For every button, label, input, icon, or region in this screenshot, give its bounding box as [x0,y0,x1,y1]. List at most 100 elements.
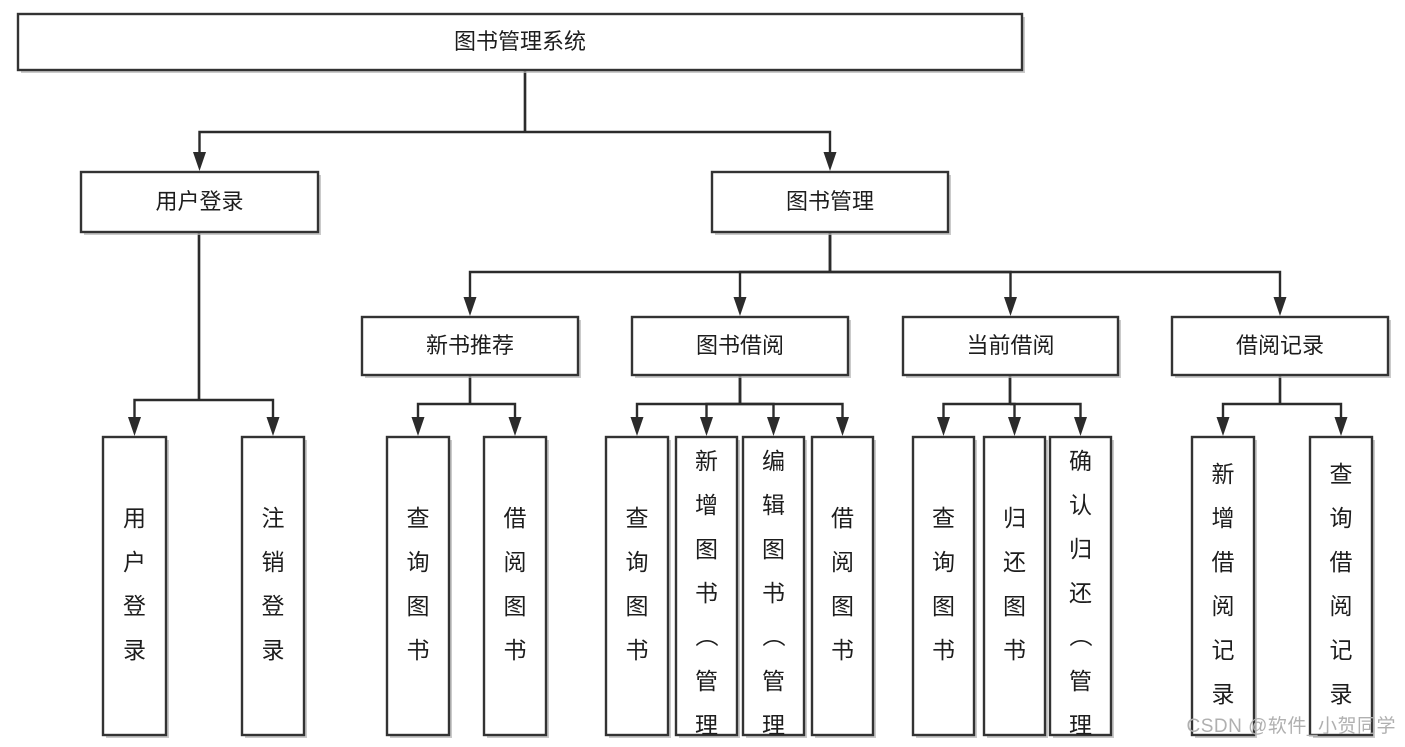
arrow-head-icon [1334,417,1348,436]
node-rect[interactable] [741,435,806,737]
node-label: 确认归还（管理员） [1069,448,1093,747]
arrow-head-icon [937,417,950,436]
connector-book-borrow-to-leaf-bb-borrow-book [738,375,849,436]
node-rect[interactable] [1308,435,1374,737]
node-label: 查询图书 [407,505,430,663]
connector-drop [635,402,740,421]
node-label: 图书管理系统 [454,29,586,54]
node-leaf-rec-query-book[interactable]: 查询图书 [385,435,452,738]
edge-layer [128,70,1348,436]
node-leaf-bb-add-book[interactable]: 新增图书（管理员） [674,435,740,747]
connector-new-book-rec-to-leaf-rec-query-book [411,375,472,436]
connector-drop [1010,402,1082,421]
node-book-borrow[interactable]: 图书借阅 [630,315,851,378]
node-leaf-cb-confirm-return[interactable]: 确认归还（管理员） [1048,435,1114,747]
node-leaf-bb-query-book[interactable]: 查询图书 [604,435,671,738]
node-rect[interactable] [982,435,1047,737]
connector-drop [199,398,275,421]
connector-borrow-record-to-leaf-br-add-record [1216,375,1282,436]
connector-user-login-to-leaf-logout [197,232,280,436]
connector-drop [830,270,1282,301]
connector-current-borrow-to-leaf-cb-confirm-return [1008,375,1087,436]
node-leaf-user-login[interactable]: 用户登录 [101,435,169,738]
arrow-head-icon [1074,417,1087,436]
node-rect[interactable] [79,170,320,234]
arrow-head-icon [508,417,522,436]
node-rect[interactable] [630,315,850,377]
node-label: 查询图书 [932,505,955,663]
arrow-head-icon [836,417,849,436]
arrow-head-icon [733,297,747,316]
node-leaf-rec-borrow-book[interactable]: 借阅图书 [482,435,549,738]
arrow-head-icon [823,152,837,171]
node-rect[interactable] [604,435,670,737]
node-rect[interactable] [674,435,739,737]
node-book-manage[interactable]: 图书管理 [710,170,951,235]
connector-root-to-book-manage [523,70,837,171]
node-user-login[interactable]: 用户登录 [79,170,321,235]
arrow-head-icon [767,417,780,436]
node-label: 查询图书 [626,505,649,663]
connector-current-borrow-to-leaf-cb-query-book [937,375,1012,436]
watermark-layer: CSDN @软件_小贺同学 [1187,715,1396,737]
connector-book-manage-to-book-borrow [733,232,832,316]
connector-drop [740,402,844,421]
node-leaf-br-add-record[interactable]: 新增借阅记录 [1190,435,1257,738]
node-label: 查询借阅记录 [1330,461,1353,707]
node-label: 用户登录 [123,505,146,663]
node-label: 当前借阅 [966,333,1054,358]
node-rect[interactable] [810,435,875,737]
node-label: 图书借阅 [696,333,784,358]
node-label: 编辑图书（管理员） [762,448,786,747]
connector-drop [705,402,740,421]
connector-book-manage-to-current-borrow [828,232,1017,316]
node-new-book-rec[interactable]: 新书推荐 [360,315,581,378]
node-label: 新增图书（管理员） [695,448,719,747]
connector-drop [830,270,1012,301]
node-rect[interactable] [710,170,950,234]
node-leaf-logout[interactable]: 注销登录 [240,435,307,738]
node-leaf-bb-borrow-book[interactable]: 借阅图书 [810,435,876,738]
arrow-head-icon [266,417,280,436]
node-leaf-cb-query-book[interactable]: 查询图书 [911,435,977,738]
node-root[interactable]: 图书管理系统 [16,12,1025,73]
node-rect[interactable] [911,435,976,737]
arrow-head-icon [128,417,141,436]
connector-drop [738,270,830,301]
connector-drop [1280,402,1343,421]
node-rect[interactable] [101,435,168,737]
node-leaf-cb-return-book[interactable]: 归还图书 [982,435,1048,738]
node-leaf-bb-edit-book[interactable]: 编辑图书（管理员） [741,435,807,747]
node-label: 用户登录 [155,189,243,214]
node-rect[interactable] [901,315,1120,377]
connector-book-borrow-to-leaf-bb-edit-book [738,375,780,436]
node-rect[interactable] [1048,435,1113,737]
node-label: 借阅记录 [1236,333,1324,358]
node-label: 新增借阅记录 [1212,461,1235,707]
node-label: 新书推荐 [426,333,514,358]
node-label: 归还图书 [1003,505,1026,663]
node-rect[interactable] [482,435,548,737]
arrow-head-icon [700,417,713,436]
node-rect[interactable] [385,435,451,737]
connector-book-borrow-to-leaf-bb-query-book [630,375,742,436]
connector-root-to-user-login [193,70,527,171]
node-rect[interactable] [1190,435,1256,737]
node-rect[interactable] [360,315,580,377]
node-borrow-record[interactable]: 借阅记录 [1170,315,1391,378]
arrow-head-icon [1008,417,1021,436]
node-rect[interactable] [240,435,306,737]
node-rect[interactable] [16,12,1024,72]
connector-drop [942,402,1010,421]
node-label: 图书管理 [786,189,874,214]
arrow-head-icon [1004,297,1017,316]
node-rect[interactable] [1170,315,1390,377]
node-current-borrow[interactable]: 当前借阅 [901,315,1121,378]
arrow-head-icon [630,417,644,436]
node-leaf-br-query-record[interactable]: 查询借阅记录 [1308,435,1375,738]
node-layer: 图书管理系统用户登录图书管理新书推荐图书借阅当前借阅借阅记录用户登录注销登录查询… [16,12,1391,747]
connector-drop [198,130,525,156]
arrow-head-icon [1216,417,1230,436]
connector-drop [416,402,470,421]
